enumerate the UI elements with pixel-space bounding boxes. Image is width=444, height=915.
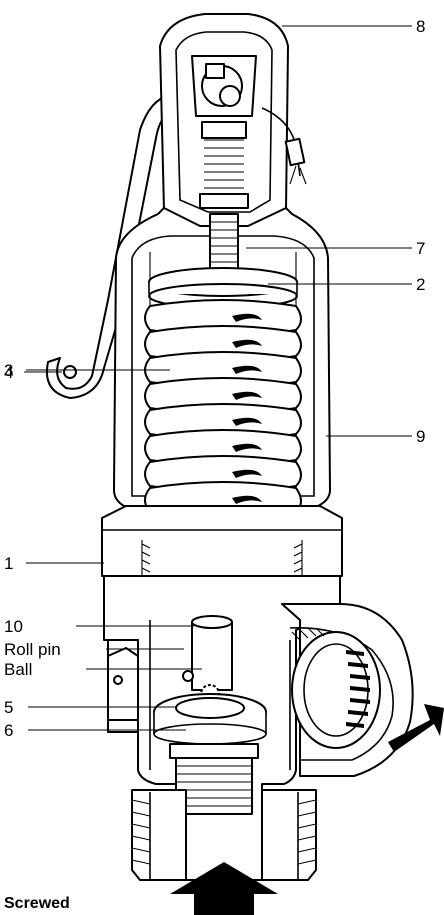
top-cap (159, 13, 307, 227)
inlet-threads (131, 789, 317, 881)
label-8: 8 (416, 17, 425, 36)
label-3: 3 (4, 361, 13, 380)
valve-stem (182, 615, 233, 704)
upper-spring-plate (148, 267, 298, 309)
label-1: 1 (4, 554, 13, 573)
label-6: 6 (4, 721, 13, 740)
caption: Screwed (4, 895, 70, 912)
spindle (209, 213, 239, 275)
valve-disc (153, 693, 267, 745)
outlet-port (281, 603, 414, 777)
inlet-flow-arrow (170, 862, 278, 915)
label-ball: Ball (4, 660, 32, 679)
label-7: 7 (416, 239, 425, 258)
nozzle (169, 743, 259, 815)
label-2: 2 (416, 275, 425, 294)
label-4: 4 (4, 363, 13, 382)
label-9: 9 (416, 427, 425, 446)
label-roll-pin: Roll pin (4, 640, 61, 659)
label-5: 5 (4, 698, 13, 717)
outlet-flow-arrow (388, 704, 444, 752)
label-10: 10 (4, 617, 23, 636)
body-nut-ring (101, 505, 343, 577)
callout-labels: 8 7 2 4 3 9 1 10 Roll pin Ball 5 6 (4, 17, 425, 740)
leader-lines (24, 25, 412, 731)
